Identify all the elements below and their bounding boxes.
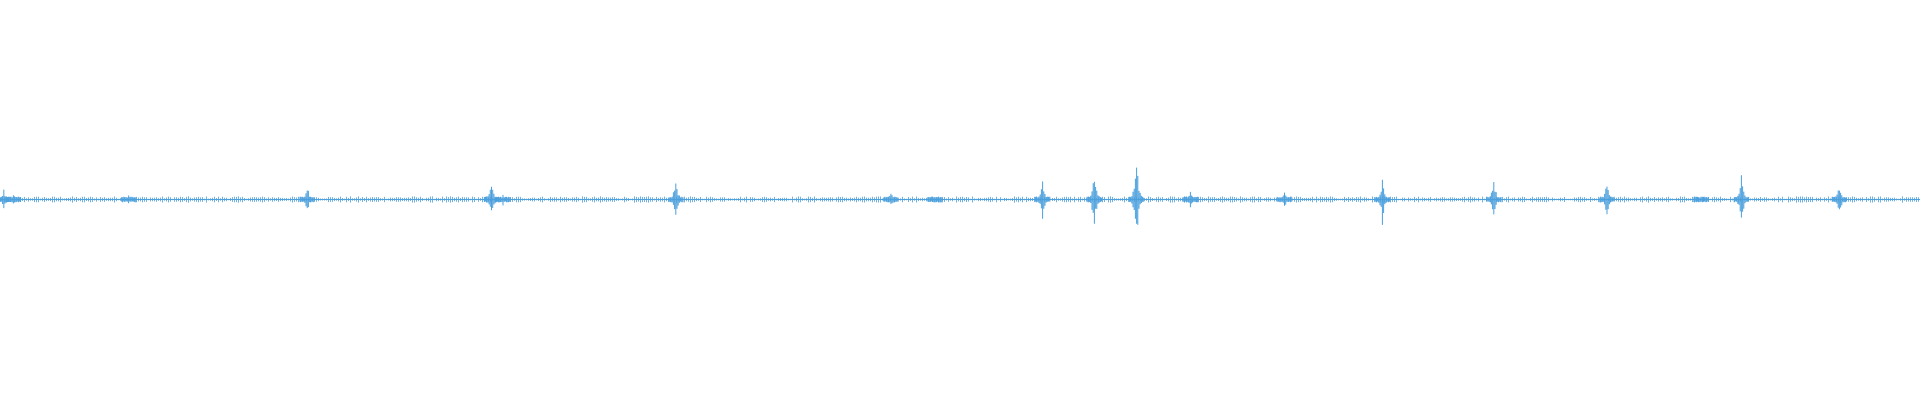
peak-trace bbox=[495, 194, 511, 206]
peak-trace bbox=[1599, 186, 1615, 215]
waveform-peak bbox=[299, 190, 315, 209]
waveform-peak bbox=[1276, 192, 1293, 206]
waveform-peak bbox=[1034, 181, 1051, 219]
peak-trace bbox=[1831, 190, 1848, 210]
waveform-peak bbox=[1374, 179, 1391, 225]
waveform-peak bbox=[1128, 167, 1145, 225]
waveform-peak bbox=[120, 195, 137, 204]
waveform-peak bbox=[1486, 182, 1502, 215]
waveform-peak bbox=[1693, 196, 1709, 203]
peak-trace bbox=[1733, 175, 1750, 218]
peak-trace bbox=[668, 183, 684, 215]
peak-trace bbox=[1486, 182, 1502, 215]
waveform-peak bbox=[1831, 190, 1848, 210]
waveform-peak bbox=[1086, 181, 1103, 224]
peak-trace bbox=[1128, 167, 1145, 225]
waveform-peak bbox=[1599, 186, 1615, 215]
waveform-peak bbox=[1733, 175, 1750, 218]
peak-trace bbox=[1276, 192, 1293, 206]
peak-trace bbox=[1374, 179, 1391, 225]
waveform-peak bbox=[668, 183, 684, 215]
peak-trace bbox=[1182, 191, 1199, 208]
peak-trace bbox=[1086, 181, 1103, 224]
waveform-peak bbox=[927, 196, 943, 203]
waveform-peak bbox=[883, 193, 899, 204]
peak-trace bbox=[299, 190, 315, 209]
waveform-peak bbox=[5, 195, 22, 204]
peak-trace bbox=[120, 195, 137, 204]
peak-trace bbox=[883, 193, 899, 204]
peak-trace bbox=[1693, 196, 1709, 203]
waveform-peaks bbox=[0, 167, 1848, 225]
peak-trace bbox=[1034, 181, 1051, 219]
waveform-peak bbox=[1182, 191, 1199, 208]
peak-trace bbox=[927, 196, 943, 203]
peak-trace bbox=[5, 195, 22, 204]
waveform-peak bbox=[495, 194, 511, 206]
